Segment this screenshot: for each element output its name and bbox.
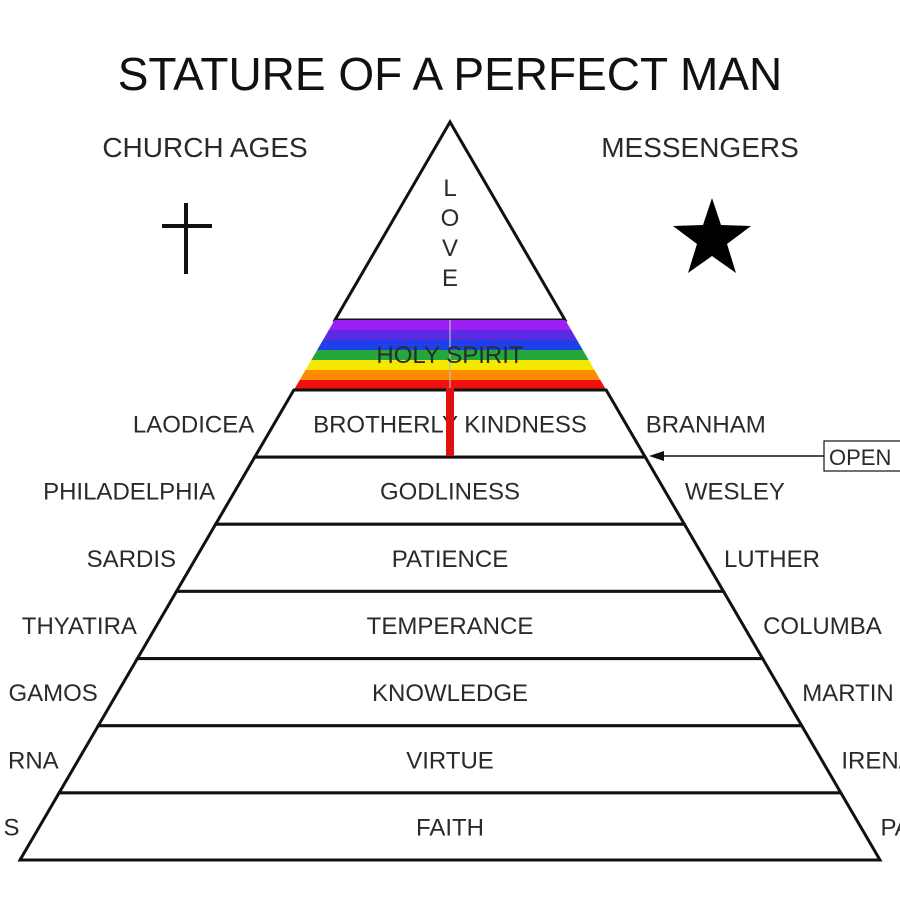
open-callout-label: OPEN <box>829 445 891 470</box>
messenger-label: IRENAEUS <box>841 747 900 774</box>
open-callout: OPEN <box>649 440 900 472</box>
level-name: VIRTUE <box>406 747 494 774</box>
church-age-label: GAMOS <box>8 680 97 707</box>
love-letter: O <box>441 205 460 232</box>
messenger-label: MARTIN <box>802 680 894 707</box>
church-age-label: RNA <box>8 747 59 774</box>
messenger-label: COLUMBA <box>763 613 882 640</box>
church-age-label: PHILADELPHIA <box>43 479 215 506</box>
church-age-label: SARDIS <box>87 546 176 573</box>
church-age-label: THYATIRA <box>22 613 137 640</box>
cross-icon <box>162 203 212 274</box>
red-cross-bar <box>446 388 454 456</box>
diagram-title: STATURE OF A PERFECT MAN <box>118 48 783 100</box>
love-letter: V <box>442 235 458 262</box>
messengers-header: MESSENGERS <box>601 132 799 163</box>
church-age-label: LAODICEA <box>133 412 254 439</box>
church-age-label: S <box>4 814 20 841</box>
messenger-label: WESLEY <box>685 479 785 506</box>
level-name: FAITH <box>416 814 484 841</box>
church-ages-header: CHURCH AGES <box>102 132 307 163</box>
holy-spirit-label: HOLY SPIRIT <box>376 342 523 369</box>
level-name: KNOWLEDGE <box>372 680 528 707</box>
messenger-label: LUTHER <box>724 546 820 573</box>
messenger-label: PAUL <box>880 814 900 841</box>
level-name: GODLINESS <box>380 479 520 506</box>
pyramid-level <box>17 791 883 862</box>
love-letter: E <box>442 265 458 292</box>
level-name: PATIENCE <box>392 546 508 573</box>
star-icon <box>673 198 751 273</box>
love-letter: L <box>443 175 456 202</box>
messenger-label: BRANHAM <box>646 412 766 439</box>
level-name: TEMPERANCE <box>367 613 534 640</box>
